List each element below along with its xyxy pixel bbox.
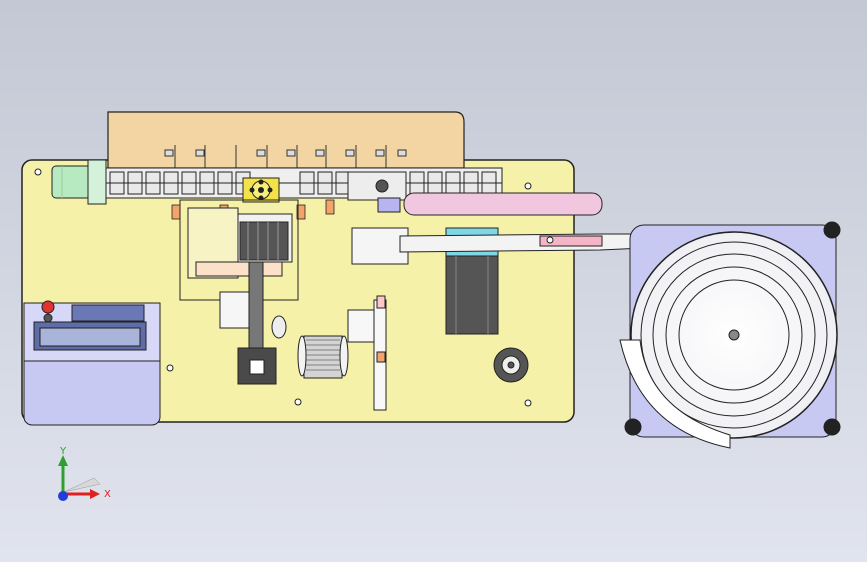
top-panel xyxy=(107,111,465,169)
pink-tube xyxy=(377,192,603,216)
bowl-feeder xyxy=(619,221,841,449)
y-axis-label: Y xyxy=(59,446,67,457)
panel-pins xyxy=(164,145,407,168)
mount-holes xyxy=(34,168,554,407)
rotary-indicator xyxy=(242,177,280,203)
x-axis-label: X xyxy=(104,489,111,500)
wire-spool xyxy=(297,335,349,379)
z-axis-dot xyxy=(58,491,68,501)
green-roll xyxy=(51,159,107,205)
control-panel xyxy=(23,300,161,426)
vertical-cylinder xyxy=(347,295,387,411)
slot-hole xyxy=(271,315,287,339)
right-frame xyxy=(347,171,409,265)
vertical-rod xyxy=(237,261,277,385)
axis-triad: Y X xyxy=(58,446,111,501)
round-knob xyxy=(493,347,529,383)
